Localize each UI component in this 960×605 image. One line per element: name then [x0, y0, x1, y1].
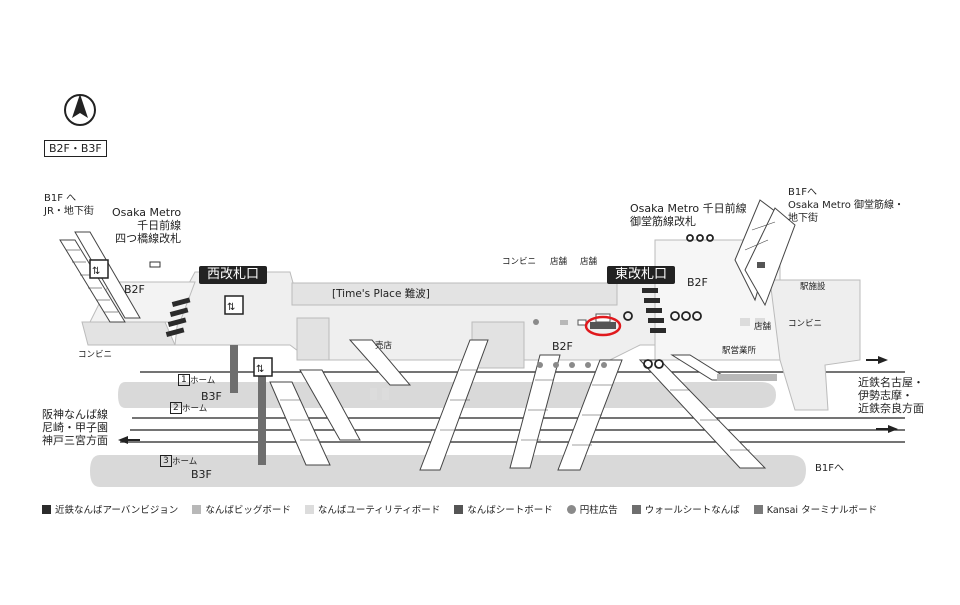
platform-2-number: 2	[170, 402, 182, 414]
legend-circle-icon	[566, 504, 576, 514]
label-station-facility: 駅施設	[800, 282, 826, 292]
legend-item: なんばシートボード	[454, 502, 553, 516]
legend-swatch-icon	[304, 504, 314, 514]
legend-item: 円柱広告	[566, 502, 618, 516]
label-b1f-jr: B1F へ JR・地下街	[44, 193, 94, 217]
legend-swatch-icon	[631, 504, 641, 514]
legend-label: Kansai ターミナルボード	[766, 505, 878, 516]
label-b3f-lower: B3F	[191, 468, 212, 481]
legend-swatch-icon	[192, 504, 202, 514]
platform-3-number: 3	[160, 455, 172, 467]
label-b1f-metro: B1Fへ Osaka Metro 御堂筋線・ 地下街	[788, 187, 905, 224]
north-arrow-icon	[64, 94, 96, 126]
map-legend: 近鉄なんばアーバンビジョン なんばビッグボード なんばユーティリティボード なん…	[42, 502, 877, 516]
label-kintetsu-direction: 近鉄名古屋・ 伊勢志摩・ 近鉄奈良方面	[858, 376, 924, 415]
label-kiosk: 売店	[375, 341, 393, 351]
legend-item: なんばユーティリティボード	[304, 502, 441, 516]
west-block	[296, 317, 330, 361]
label-b2f-center: B2F	[552, 340, 573, 353]
svg-text:⇅: ⇅	[92, 266, 100, 277]
label-b3f-upper: B3F	[201, 390, 222, 403]
legend-label: なんばビッグボード	[205, 505, 291, 516]
legend-label: 近鉄なんばアーバンビジョン	[55, 505, 179, 516]
legend-label: なんばユーティリティボード	[317, 505, 441, 516]
wall-sheet-2	[258, 375, 266, 465]
label-times-place: [Time's Place 難波]	[332, 288, 430, 300]
label-shop-top-1: 店舗	[550, 257, 568, 267]
platform-1-number: 1	[178, 374, 190, 386]
times-place-strip	[291, 282, 618, 306]
column-ads	[533, 319, 607, 368]
east-gate-label: 東改札口	[607, 266, 676, 284]
direction-arrows	[118, 356, 898, 444]
platform-3-label: ホーム	[172, 457, 198, 467]
legend-item: ウォールシートなんば	[631, 502, 740, 516]
label-b2f-left: B2F	[124, 283, 145, 296]
escalator-steps	[66, 221, 776, 451]
svg-text:⇅: ⇅	[256, 364, 264, 375]
label-b2f-right: B2F	[687, 276, 708, 289]
label-shop-right: 店舗	[754, 322, 772, 332]
label-metro-east: Osaka Metro 千日前線 御堂筋線改札	[630, 202, 747, 228]
label-hanshin-direction: 阪神なんば線 尼崎・甲子園 神戸三宮方面	[42, 408, 108, 447]
label-convenience-top: コンビニ	[502, 257, 537, 267]
label-b1f-right: B1Fへ	[815, 463, 844, 474]
legend-item: なんばビッグボード	[192, 502, 291, 516]
svg-text:⇅: ⇅	[227, 302, 235, 313]
platform-1-label: ホーム	[190, 376, 216, 386]
legend-label: 円柱広告	[579, 505, 618, 516]
legend-label: ウォールシートなんば	[644, 505, 740, 516]
legend-item: 近鉄なんばアーバンビジョン	[42, 502, 178, 516]
legend-swatch-icon	[753, 504, 763, 514]
legend-item: Kansai ターミナルボード	[753, 502, 878, 516]
floor-badge: B2F・B3F	[44, 140, 107, 157]
label-station-office: 駅営業所	[722, 346, 757, 356]
gate-turnstiles	[165, 288, 666, 337]
west-gate-label: 西改札口	[199, 266, 268, 284]
platform-lower	[90, 455, 806, 487]
elevator-icons: ⇅ ⇅ ⇅	[89, 259, 273, 377]
label-convenience-left: コンビニ	[78, 350, 113, 360]
left-wing	[81, 321, 176, 346]
label-shop-top-2: 店舗	[580, 257, 598, 267]
legend-label: なんばシートボード	[467, 505, 553, 516]
ring-ads	[623, 234, 714, 369]
wall-sheet-1	[230, 345, 238, 393]
label-metro-west: Osaka Metro 千日前線 四つ橋線改札	[112, 206, 182, 245]
platform-2-label: ホーム	[182, 404, 208, 414]
red-highlight-ring	[584, 315, 622, 337]
label-convenience-right: コンビニ	[788, 319, 823, 329]
legend-swatch-icon	[454, 504, 464, 514]
east-corridor	[769, 279, 861, 411]
highlight-marker	[584, 315, 622, 337]
legend-swatch-icon	[42, 504, 51, 514]
